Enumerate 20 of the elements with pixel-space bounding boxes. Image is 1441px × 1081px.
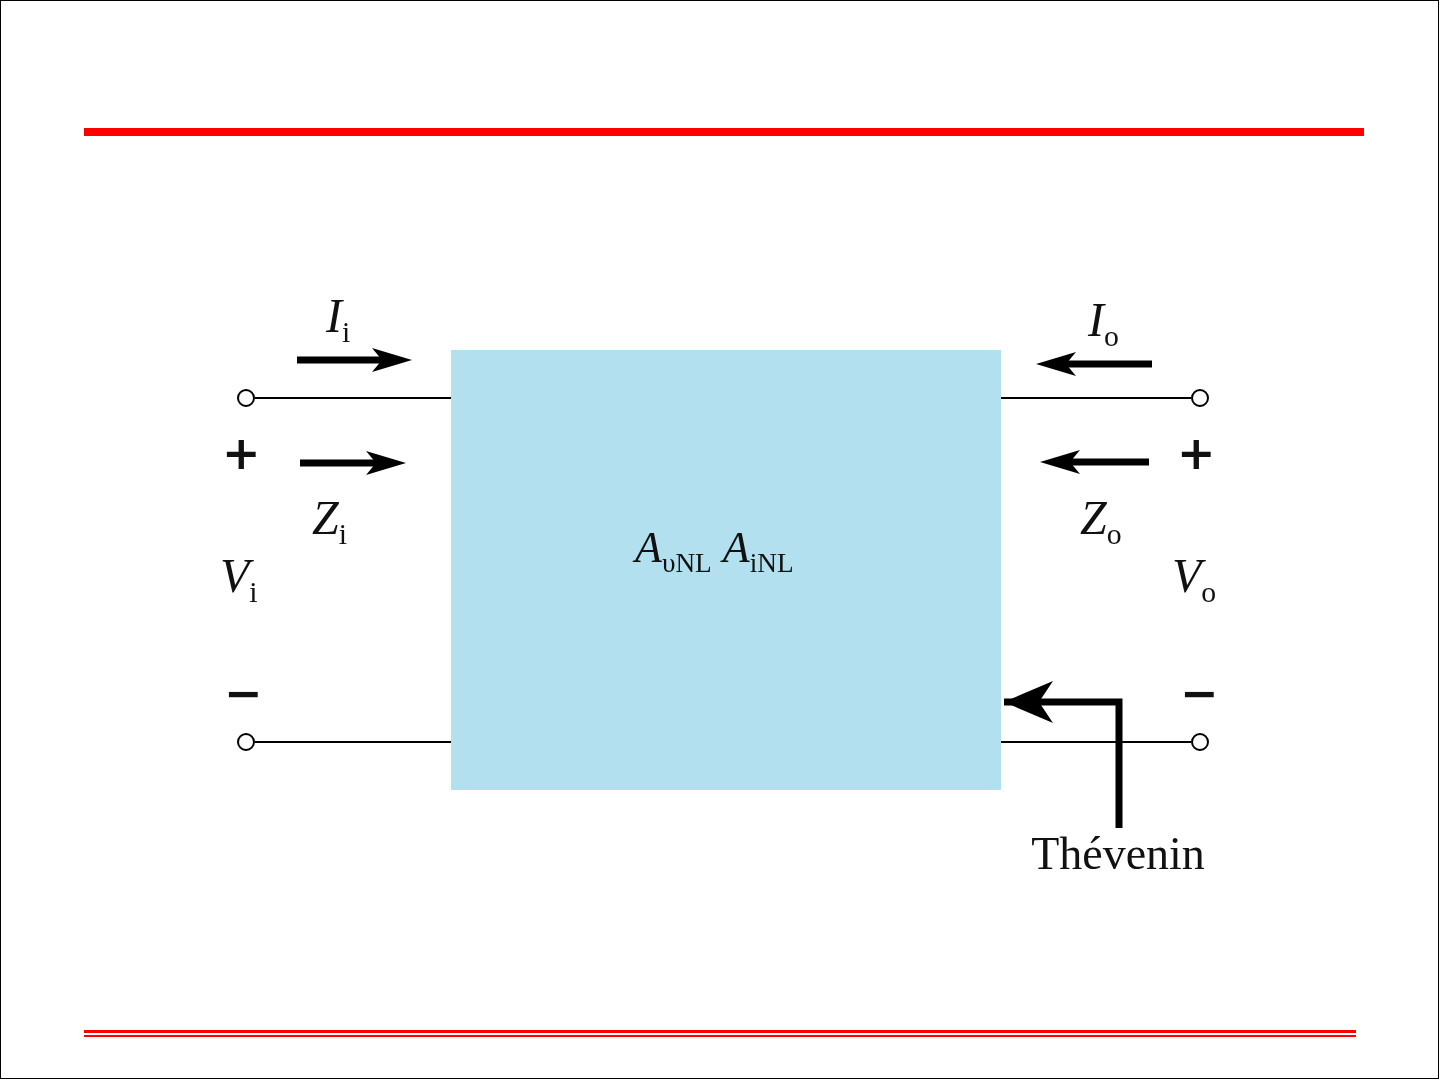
wire <box>254 397 452 399</box>
amplifier-block <box>451 350 1001 790</box>
terminal-circle <box>1191 389 1209 407</box>
current-label: I$_{i}$ <box>326 292 351 348</box>
terminal-circle <box>237 733 255 751</box>
wire <box>254 741 452 743</box>
polarity-sign: + <box>1177 430 1216 476</box>
impedance-label: Z$_{i}$ <box>312 494 347 550</box>
wire <box>1000 397 1192 399</box>
wire <box>1000 741 1192 743</box>
voltage-label: V$_{o}$ <box>1172 552 1217 608</box>
current-label: I$_{o}$ <box>1088 296 1119 352</box>
terminal-circle <box>237 389 255 407</box>
voltage-label: V$_{i}$ <box>220 552 258 608</box>
terminal-circle <box>1191 733 1209 751</box>
thevenin-label: Thévenin <box>1012 828 1224 880</box>
polarity-sign: − <box>224 670 263 716</box>
polarity-sign: + <box>222 430 261 476</box>
impedance-label: Z$_{o}$ <box>1080 494 1122 550</box>
polarity-sign: − <box>1180 670 1219 716</box>
